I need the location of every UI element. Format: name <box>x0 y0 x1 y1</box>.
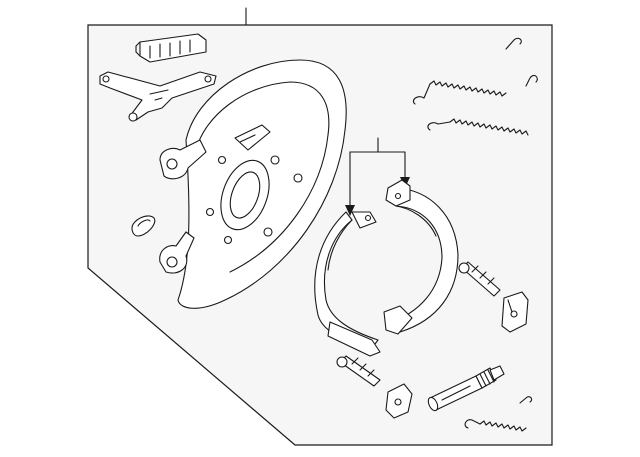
rear-brake-shoe-part <box>383 179 459 335</box>
adjuster-screw-part <box>427 365 505 412</box>
callout-arrow-front-shoe <box>345 205 355 216</box>
knuckle-arm-upper-part <box>159 139 207 180</box>
adjuster-lever-bracket-part <box>99 71 217 122</box>
hold-down-pin-lower-part <box>336 355 381 387</box>
adjuster-spring-part <box>464 396 533 432</box>
clip-part <box>135 33 207 63</box>
hold-down-pin-upper-part <box>458 261 501 297</box>
front-brake-shoe-part <box>314 211 381 357</box>
upper-return-spring-part <box>412 37 522 105</box>
backing-plate-part <box>177 59 347 309</box>
hold-down-clip-lower-part <box>385 383 413 419</box>
hold-down-clip-upper-part <box>501 291 529 333</box>
lower-return-spring-part <box>427 74 538 136</box>
grommet-part <box>131 215 156 237</box>
knuckle-arm-lower-part <box>159 231 195 274</box>
